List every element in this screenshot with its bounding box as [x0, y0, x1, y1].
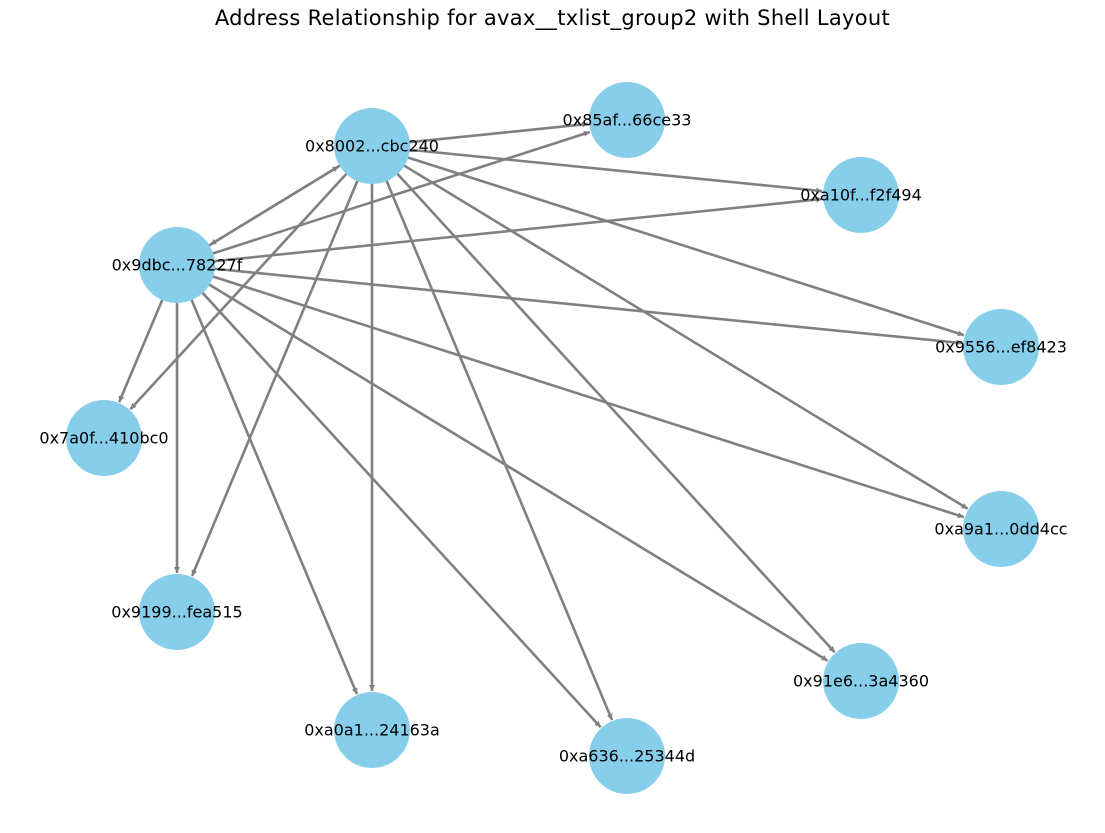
node-label: 0xa10f...f2f494 [800, 186, 922, 205]
node-n7a0f[interactable]: 0x7a0f...410bc0 [39, 400, 169, 476]
edge-n9dbc-to-na0a1 [188, 295, 359, 695]
edge-n8002-to-n7a0f [129, 170, 350, 411]
edge-n8002-to-na9a1 [400, 162, 969, 510]
node-circle[interactable] [963, 309, 1039, 385]
node-na0a1[interactable]: 0xa0a1...24163a [304, 692, 440, 768]
node-n9199[interactable]: 0x9199...fea515 [111, 574, 243, 650]
node-label: 0xa636...25344d [559, 747, 695, 766]
edge-n9dbc-to-n7a0f [117, 295, 165, 403]
edge-n8002-to-na10f [405, 148, 823, 194]
node-circle[interactable] [139, 227, 215, 303]
edge-n9dbc-to-n85af [208, 130, 591, 256]
node-n91e6[interactable]: 0x91e6...3a4360 [793, 643, 929, 719]
node-circle[interactable] [334, 108, 410, 184]
node-circle[interactable] [66, 400, 142, 476]
node-label: 0x8002...cbc240 [305, 137, 439, 156]
edge-n8002-to-n9556 [403, 155, 965, 337]
edge-n9dbc-to-na9a1 [208, 274, 965, 519]
node-label: 0xa0a1...24163a [304, 721, 440, 740]
node-n9dbc[interactable]: 0x9dbc...78227f [112, 227, 243, 303]
node-label: 0x85af...66ce33 [563, 111, 692, 130]
edge-n9dbc-to-n8002 [205, 165, 340, 249]
edge-n8002-to-n9199 [190, 176, 361, 577]
node-circle[interactable] [963, 491, 1039, 567]
node-circle[interactable] [139, 574, 215, 650]
edge-n9dbc-to-n9556 [210, 267, 963, 346]
node-label: 0x9dbc...78227f [112, 256, 243, 275]
node-n8002[interactable]: 0x8002...cbc240 [305, 108, 439, 184]
edge-n9dbc-to-n91e6 [205, 281, 829, 662]
node-n9556[interactable]: 0x9556...ef8423 [935, 309, 1067, 385]
edge-n8002-to-n85af [405, 121, 589, 144]
edges-layer [117, 121, 969, 729]
node-n85af[interactable]: 0x85af...66ce33 [563, 82, 692, 158]
node-na10f[interactable]: 0xa10f...f2f494 [800, 157, 922, 233]
node-label: 0x7a0f...410bc0 [39, 429, 168, 448]
node-circle[interactable] [334, 692, 410, 768]
graph-title: Address Relationship for avax__txlist_gr… [214, 6, 891, 30]
node-label: 0x9199...fea515 [111, 603, 242, 622]
node-label: 0xa9a1...0dd4cc [934, 520, 1067, 539]
edge-n8002-to-na636 [383, 176, 614, 721]
node-circle[interactable] [589, 718, 665, 794]
edge-n9dbc-to-na636 [199, 289, 602, 729]
node-label: 0x91e6...3a4360 [793, 672, 929, 691]
edge-n8002-to-n91e6 [393, 170, 836, 654]
node-circle[interactable] [823, 157, 899, 233]
nodes-layer: 0x8002...cbc240 0x85af...66ce33 0xa10f...f… [39, 82, 1068, 794]
node-na636[interactable]: 0xa636...25344d [559, 718, 695, 794]
node-circle[interactable] [589, 82, 665, 158]
node-na9a1[interactable]: 0xa9a1...0dd4cc [934, 491, 1068, 567]
edge-n9dbc-to-na10f [210, 196, 823, 263]
node-circle[interactable] [823, 643, 899, 719]
node-label: 0x9556...ef8423 [935, 338, 1067, 357]
